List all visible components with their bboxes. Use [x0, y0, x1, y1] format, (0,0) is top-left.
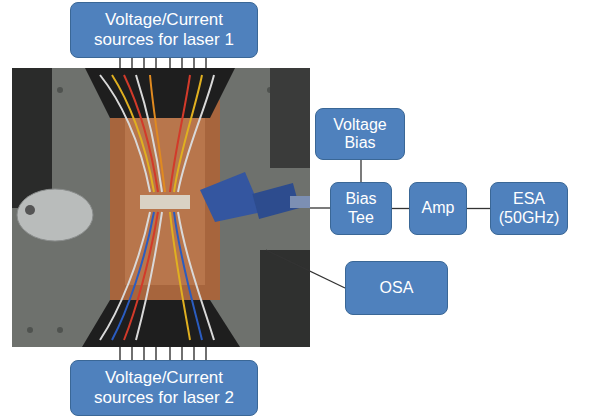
box-label: Voltage/Current sources for laser 2: [77, 368, 251, 407]
connector-line: [360, 160, 361, 182]
box-label: ESA (50GHz): [497, 190, 561, 227]
instrument-box: Bias Tee: [330, 182, 392, 235]
box-label: Bias Tee: [337, 190, 385, 227]
rf-cable: [310, 207, 330, 208]
connector-line: [392, 208, 409, 209]
connector-line: [467, 208, 490, 209]
instrument-box: OSA: [345, 261, 448, 315]
source-box: Voltage/Current sources for laser 1: [70, 2, 258, 58]
box-label: OSA: [380, 279, 414, 297]
fiber-line: [266, 250, 345, 288]
instrument-box: Voltage Bias: [315, 108, 405, 160]
box-label: Voltage Bias: [322, 116, 398, 153]
box-label: Amp: [422, 199, 455, 217]
source-box: Voltage/Current sources for laser 2: [70, 360, 258, 416]
instrument-box: Amp: [409, 182, 467, 235]
instrument-box: ESA (50GHz): [490, 182, 568, 235]
box-label: Voltage/Current sources for laser 1: [77, 10, 251, 49]
